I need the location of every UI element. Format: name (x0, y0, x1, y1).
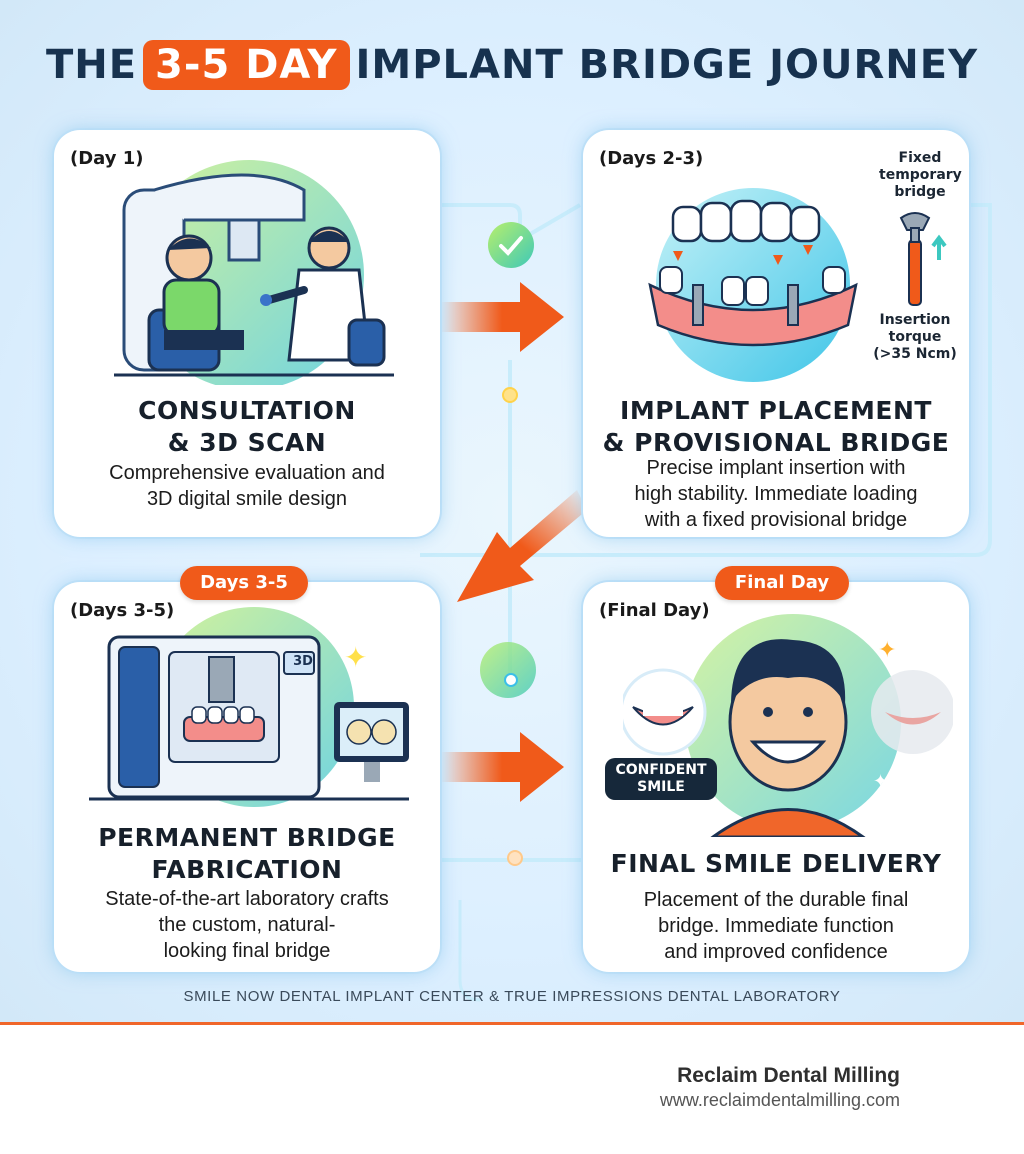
step-description: State-of-the-art laboratory crafts the c… (54, 886, 440, 964)
brand-url[interactable]: www.reclaimdentalmilling.com (659, 1090, 900, 1110)
machine-3d-label: 3D (293, 654, 313, 669)
step-heading-line: FABRICATION (151, 855, 343, 884)
torque-label-line: (>35 Ncm) (873, 346, 957, 362)
brand-block: Reclaim Dental Milling www.reclaimdental… (560, 1064, 900, 1111)
dental-scan-illustration: ✦ ✦ (114, 160, 394, 385)
step-description: Placement of the durable final bridge. I… (583, 887, 969, 965)
confident-badge-line: CONFIDENT (615, 762, 707, 778)
step-description-line: and improved confidence (664, 941, 888, 963)
step-day: (Day 1) (70, 148, 144, 169)
step-heading: FINAL SMILE DELIVERY (583, 848, 969, 880)
step-heading-line: CONSULTATION (138, 396, 356, 425)
implant-bridge-illustration (648, 188, 858, 382)
check-circle-icon (488, 222, 534, 268)
step-day: (Days 3-5) (70, 600, 175, 621)
step-description: Comprehensive evaluation and 3D digital … (54, 460, 440, 512)
days-3-5-badge: Days 3-5 (180, 566, 308, 600)
svg-text:✦: ✦ (873, 771, 888, 792)
svg-text:✦: ✦ (878, 638, 896, 663)
step-heading-line: IMPLANT PLACEMENT (620, 396, 932, 425)
bridge-label-line: bridge (894, 184, 946, 200)
step-description-line: Placement of the durable final (643, 889, 909, 911)
progress-dot-icon (480, 642, 536, 698)
torque-label: Insertion torque (>35 Ncm) (869, 312, 961, 363)
step-heading: CONSULTATION & 3D SCAN (54, 395, 440, 459)
step-description: Precise implant insertion with high stab… (583, 455, 969, 533)
brand-name: Reclaim Dental Milling (677, 1064, 900, 1087)
step-heading-line: FINAL SMILE DELIVERY (610, 849, 942, 878)
connector-lines (420, 203, 992, 1002)
step-card-implant-placement: (Days 2-3) (583, 130, 969, 537)
confident-smile-badge: CONFIDENT SMILE (605, 758, 717, 800)
step-description-line: bridge. Immediate function (658, 915, 894, 937)
footer-divider (0, 1022, 1024, 1025)
step-description-line: State-of-the-art laboratory crafts (105, 888, 389, 910)
step-description-line: looking final bridge (163, 940, 331, 962)
step-card-consultation: (Day 1) ✦ ✦ CONSULTATION & 3D SCAN (54, 130, 440, 537)
final-day-badge: Final Day (715, 566, 849, 600)
title-before: THE (45, 42, 138, 88)
step-card-final-smile: (Final Day) ✦ ✦ CONFIDENT SMILE FINAL SM… (583, 582, 969, 972)
torque-wrench-icon (899, 212, 947, 306)
step-description-line: Comprehensive evaluation and (109, 462, 385, 484)
arrow-down-left-icon (457, 490, 582, 602)
arrow-right-icon (440, 282, 564, 352)
arrow-right-icon-2 (440, 732, 564, 802)
title-highlight: 3-5 DAY (143, 40, 350, 90)
happy-patient-illustration: ✦ ✦ (623, 614, 953, 837)
svg-text:✦: ✦ (314, 339, 324, 353)
step-heading: IMPLANT PLACEMENT & PROVISIONAL BRIDGE (583, 395, 969, 459)
milling-machine-illustration: ✦ (89, 607, 409, 807)
svg-text:✦: ✦ (344, 641, 367, 674)
step-description-line: Precise implant insertion with (646, 457, 906, 479)
step-heading-line: & 3D SCAN (167, 428, 327, 457)
step-description-line: with a fixed provisional bridge (644, 509, 908, 531)
step-heading-line: PERMANENT BRIDGE (98, 823, 396, 852)
torque-label-line: torque (888, 329, 942, 345)
confident-badge-line: SMILE (637, 779, 685, 795)
svg-text:✦: ✦ (364, 195, 377, 214)
step-description-line: 3D digital smile design (146, 488, 348, 510)
step-day: (Days 2-3) (599, 148, 704, 169)
step-description-line: high stability. Immediate loading (634, 483, 918, 505)
bridge-label-line: temporary (879, 167, 962, 183)
partners-footer: SMILE NOW DENTAL IMPLANT CENTER & TRUE I… (183, 988, 841, 1005)
step-description-line: the custom, natural- (158, 914, 336, 936)
torque-label-line: Insertion (879, 312, 951, 328)
bridge-label: Fixed temporary bridge (879, 150, 962, 201)
step-heading: PERMANENT BRIDGE FABRICATION (54, 822, 440, 886)
bridge-label-line: Fixed (898, 150, 942, 166)
step-day: (Final Day) (599, 600, 710, 621)
step-heading-line: & PROVISIONAL BRIDGE (602, 428, 950, 457)
title-after: IMPLANT BRIDGE JOURNEY (355, 42, 979, 88)
step-card-fabrication: (Days 3-5) ✦ 3D PERMANENT BRIDGE (54, 582, 440, 972)
